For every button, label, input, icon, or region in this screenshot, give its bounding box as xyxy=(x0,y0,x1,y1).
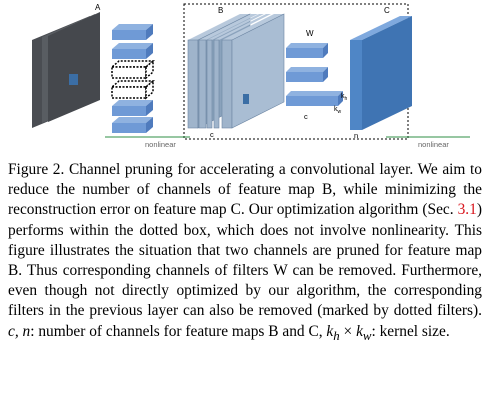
figure-caption: Figure 2. Channel pruning for accelerati… xyxy=(8,161,482,343)
nonlinear-label-left: nonlinear xyxy=(145,140,176,149)
filter-3 xyxy=(112,100,153,116)
label-kh: kh xyxy=(341,93,348,102)
section-reference-link[interactable]: 3.1 xyxy=(457,201,477,219)
label-c-mid: c xyxy=(304,112,308,121)
label-kw: kw xyxy=(334,106,342,115)
channel-pruning-figure: A xyxy=(32,3,470,149)
w-filter-2 xyxy=(286,67,328,82)
feature-map-b: B c xyxy=(187,6,285,139)
filter-1 xyxy=(112,24,153,40)
label-n: n xyxy=(354,131,358,140)
label-w: W xyxy=(306,29,314,38)
previous-layer-filters xyxy=(109,24,156,133)
filter-dotted-1 xyxy=(109,59,156,80)
filter-2 xyxy=(112,43,153,59)
feature-map-a: A xyxy=(32,3,101,128)
label-c: C xyxy=(384,6,390,15)
filter-dotted-2 xyxy=(109,79,156,100)
dotted-box xyxy=(183,3,409,140)
filters-w: W c kh xyxy=(286,29,348,121)
w-filter-3 xyxy=(286,91,343,106)
feature-map-c: C n xyxy=(350,6,412,140)
label-c-left: c xyxy=(210,130,214,139)
label-b: B xyxy=(218,6,223,15)
nonlinear-label-right: nonlinear xyxy=(418,140,449,149)
filter-4 xyxy=(112,117,153,133)
label-a: A xyxy=(95,3,101,12)
w-filter-1 xyxy=(286,43,328,58)
